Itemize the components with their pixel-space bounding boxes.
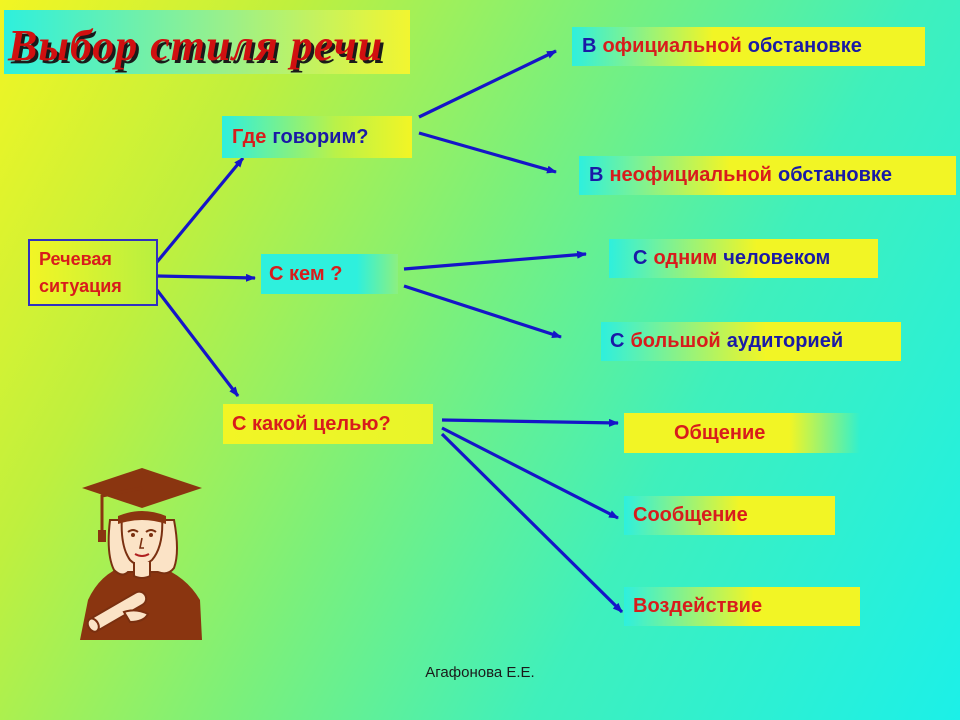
answer-audience-post: аудиторией bbox=[726, 330, 844, 352]
answer-official-post: обстановке bbox=[747, 35, 862, 57]
answer-unofficial-mid: неофициальной bbox=[609, 164, 772, 186]
question-whom: С кем ? bbox=[261, 254, 398, 294]
answer-audience-mid: большой bbox=[630, 330, 721, 352]
root-line-2: ситуация bbox=[39, 275, 122, 296]
arrow-root-to-whom bbox=[156, 273, 256, 282]
arrow-where-to-unofficial bbox=[418, 131, 557, 174]
answer-influence: Воздействие bbox=[624, 587, 860, 626]
graduate-illustration bbox=[80, 468, 202, 640]
arrow-where-to-official bbox=[418, 49, 557, 119]
page-title: Выбор стиля речи bbox=[8, 21, 384, 70]
arrow-root-to-where bbox=[155, 156, 245, 264]
arrow-purpose-to-communication bbox=[441, 418, 619, 427]
answer-message: Сообщение bbox=[624, 496, 835, 535]
arrow-whom-to-one bbox=[403, 250, 587, 271]
answer-audience-pre: С bbox=[610, 330, 625, 352]
arrow-whom-to-audience bbox=[403, 284, 562, 339]
answer-one-mid: одним bbox=[653, 247, 718, 269]
author-footer: Агафонова Е.Е. bbox=[425, 664, 535, 681]
root-node: Речевая ситуация bbox=[28, 239, 158, 306]
answer-unofficial-pre: В bbox=[589, 164, 604, 186]
question-where-red: Где bbox=[232, 125, 267, 148]
answer-one-post: человеком bbox=[723, 247, 831, 269]
root-line-1: Речевая bbox=[39, 248, 112, 269]
question-where-blue: говорим? bbox=[272, 125, 369, 148]
answer-communication: Общение bbox=[624, 413, 860, 453]
answer-unofficial-post: обстановке bbox=[777, 164, 893, 186]
answer-official-mid: официальной bbox=[602, 35, 742, 57]
question-purpose: С какой целью? bbox=[223, 404, 433, 444]
answer-one-pre: С bbox=[633, 247, 648, 269]
arrow-purpose-to-message bbox=[441, 426, 619, 520]
arrow-root-to-purpose bbox=[155, 289, 240, 397]
arrow-purpose-to-influence bbox=[440, 432, 624, 614]
title-banner bbox=[4, 10, 410, 74]
answer-official-pre: В bbox=[582, 35, 597, 57]
